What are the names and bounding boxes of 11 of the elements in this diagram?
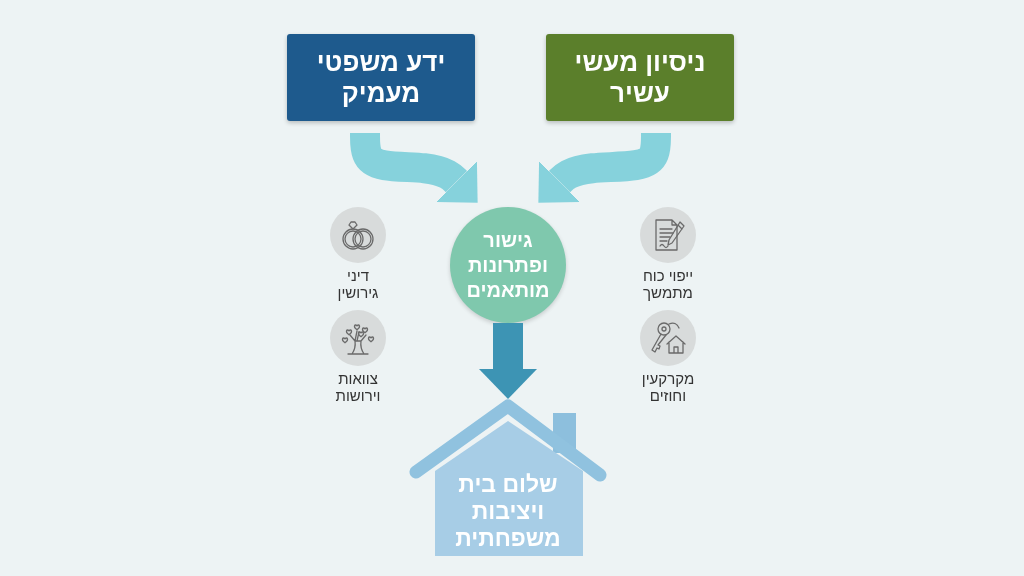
node-title: שלום בית ויציבות משפחתית [454,471,562,552]
category-label: דיני גירושין [336,267,380,301]
arrow [479,323,537,399]
node-title: ידע משפטי מעמיק [315,46,447,109]
category-label: צוואות וירושות [334,370,382,404]
process-box [287,34,475,121]
category-label: מקרקעין וחוזים [640,370,696,404]
category-label: ייפוי כוח מתמשך [641,267,695,301]
process-box [546,34,734,121]
node-title: גישור ופתרונות מותאמים [465,227,551,303]
node-title: ניסיון מעשי עשיר [573,46,707,109]
